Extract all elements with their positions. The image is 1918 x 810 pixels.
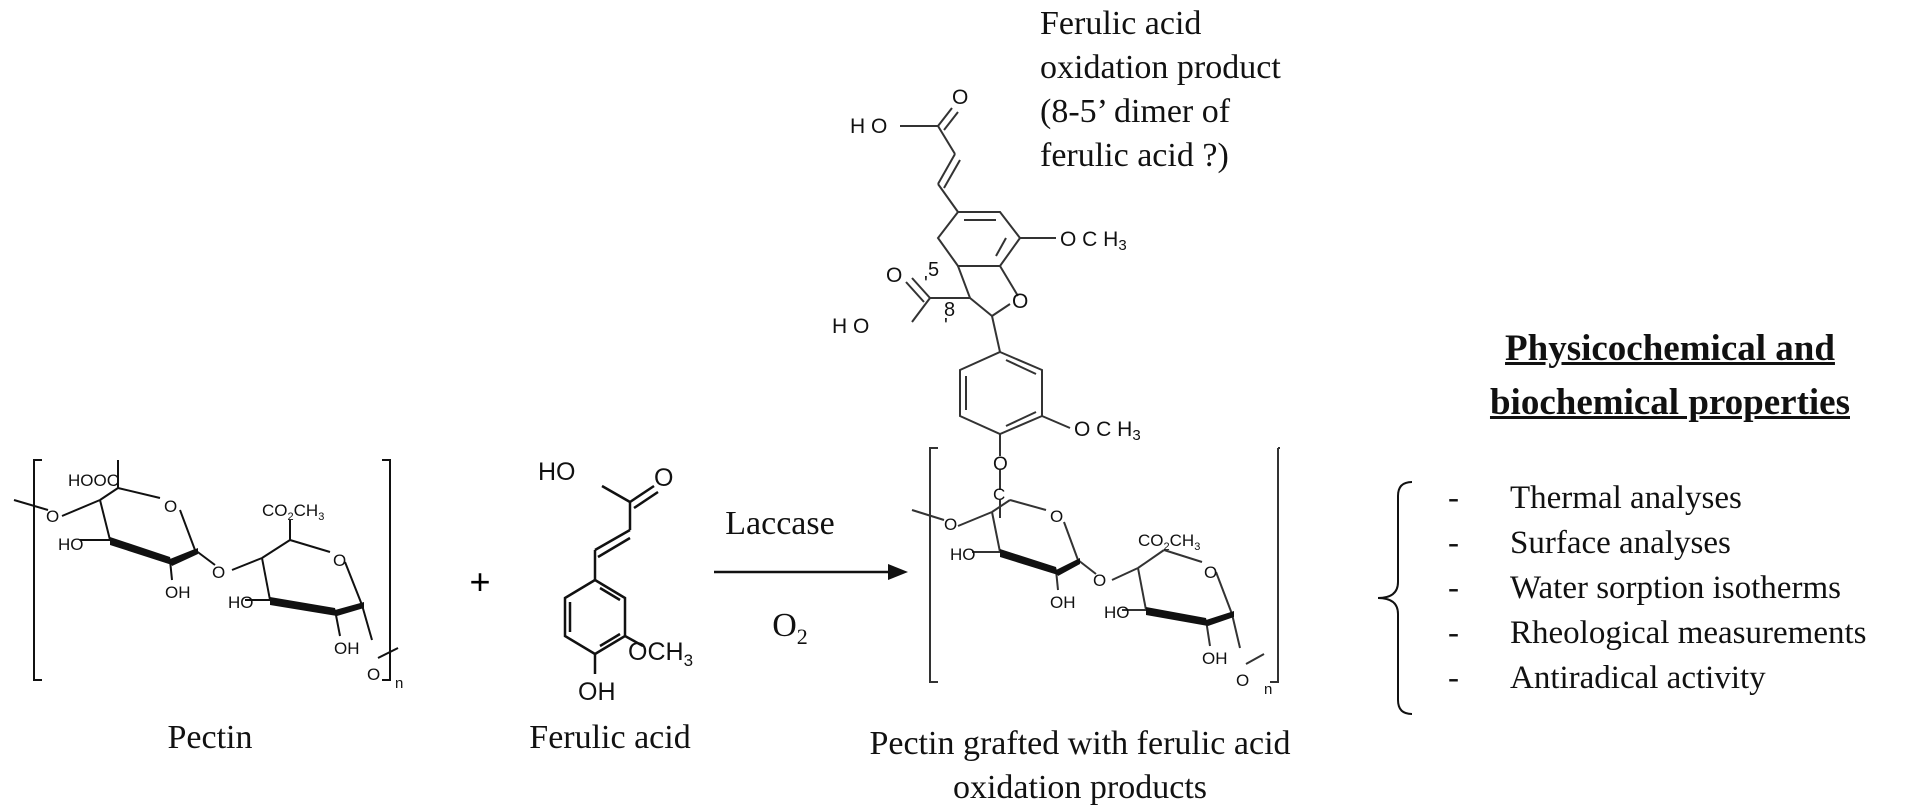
property-label: Antiradical activity [1510, 660, 1766, 696]
dimer-och3-top: O C H3 [1060, 228, 1127, 254]
ferulic-acid-structure: HO O OCH3 OH [538, 458, 693, 706]
property-label: Thermal analyses [1510, 480, 1742, 516]
property-bullet: - [1448, 525, 1459, 561]
pectin-structure: HOOC O O HO OH O CO2CH3 O HO OH O n [13, 459, 403, 692]
product-caption: Pectin grafted with ferulic acid oxidati… [840, 722, 1320, 810]
property-label: Rheological measurements [1510, 615, 1867, 651]
dimer-o-carboxyl: O [886, 264, 902, 287]
dimer-ho-top: H O [850, 115, 887, 138]
graft-co2ch3: CO2CH3 [1138, 531, 1200, 553]
dimer-prime-5: ' [924, 273, 928, 295]
dimer-o-top: O [952, 86, 968, 109]
plus-sign: + [469, 561, 491, 602]
pectin-oh-label: OH [165, 583, 191, 602]
pectin-n-label: n [395, 675, 403, 692]
properties-brace [1377, 481, 1413, 715]
dimer-caption-line-2: oxidation product [1040, 49, 1281, 86]
graft-oh: OH [1050, 593, 1076, 612]
pectin-end-o-label: O [367, 665, 380, 684]
dimer-position-8: 8 [944, 299, 955, 321]
dimer-prime-8: ' [944, 315, 948, 337]
graft-link-o: O [1093, 571, 1106, 590]
graft-oh2: OH [1202, 649, 1228, 668]
oxygen-label: O2 [772, 607, 808, 649]
pectin-hooc-label: HOOC [68, 471, 119, 490]
property-bullet: - [1448, 480, 1459, 516]
graft-ho2: HO [1104, 603, 1130, 622]
properties-heading: Physicochemical and biochemical properti… [1440, 322, 1900, 430]
dimer-caption-line-1: Ferulic acid [1040, 5, 1202, 42]
dimer-caption: Ferulic acid oxidation product (8-5’ dim… [1040, 2, 1340, 178]
dimer-caption-line-3: (8-5’ dimer of [1040, 93, 1231, 130]
pectin-oh2-label: OH [334, 639, 360, 658]
reaction-arrow [714, 564, 908, 580]
dimer-och3-bottom: O C H3 [1074, 418, 1141, 444]
graft-ho: HO [950, 545, 976, 564]
fa-o-label: O [654, 464, 673, 492]
product-caption-line-1: Pectin grafted with ferulic acid [869, 725, 1291, 762]
pectin-link-o-label: O [212, 563, 225, 582]
link-o-label: O [993, 454, 1008, 475]
graft-o-left: O [944, 515, 957, 534]
graft-end-o: O [1236, 671, 1249, 690]
property-label: Water sorption isotherms [1510, 570, 1841, 606]
fa-oh-label: OH [578, 678, 616, 706]
link-c-label: C [993, 485, 1005, 504]
property-bullet: - [1448, 615, 1459, 651]
pectin-left-o-label: O [46, 507, 59, 526]
properties-heading-line-1: Physicochemical and [1505, 328, 1835, 369]
graft-n: n [1264, 681, 1272, 698]
pectin-ho2-label: HO [228, 593, 254, 612]
pectin-caption: Pectin [167, 719, 253, 756]
property-bullet: - [1448, 660, 1459, 696]
dimer-ring-o: O [1012, 290, 1028, 313]
fa-ho-label: HO [538, 458, 576, 486]
properties-heading-line-2: biochemical properties [1489, 382, 1850, 423]
pectin-ho-label: HO [58, 535, 84, 554]
laccase-label: Laccase [725, 505, 835, 542]
graft-ring2-o: O [1204, 563, 1217, 582]
dimer-position-5: 5 [928, 259, 939, 281]
pectin-ring2-o-label: O [333, 551, 346, 570]
pectin-co2ch3-label: CO2CH3 [262, 501, 324, 523]
graft-ring-o: O [1050, 507, 1063, 526]
ferulic-acid-caption: Ferulic acid [529, 719, 691, 756]
pectin-ring-o-label: O [164, 497, 177, 516]
dimer-caption-line-4: ferulic acid ?) [1040, 137, 1229, 174]
dimer-ho-carboxyl: H O [832, 315, 869, 338]
property-label: Surface analyses [1510, 525, 1731, 561]
fa-och3-label: OCH3 [628, 638, 693, 670]
property-bullet: - [1448, 570, 1459, 606]
grafted-product-structure: H O O O C H3 O H O 5 ' 8 ' O O C H3 O C … [832, 86, 1280, 698]
product-caption-line-2: oxidation products [952, 769, 1208, 806]
